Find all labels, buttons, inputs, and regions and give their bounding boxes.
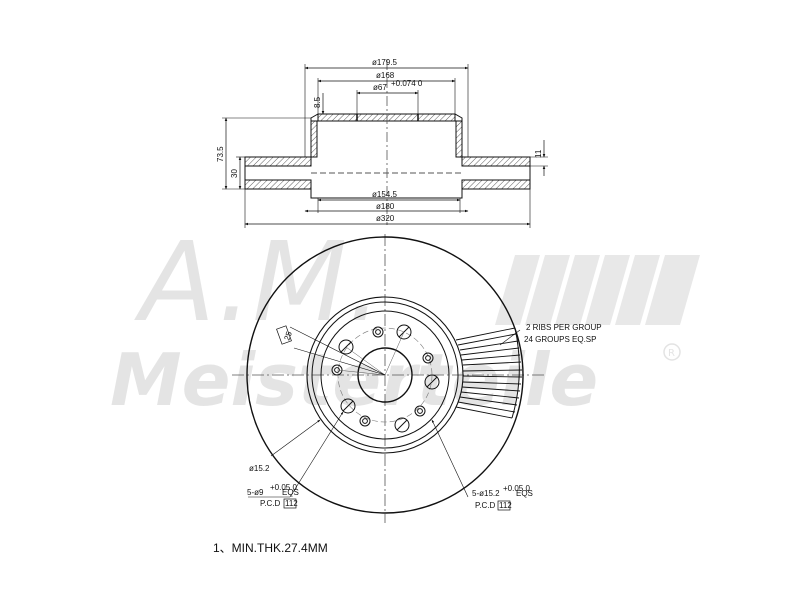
small-holes [331, 326, 434, 427]
watermark-registered: R [668, 348, 675, 359]
holes-b-eqs: EQS [516, 489, 533, 498]
hat-wall-left [310, 120, 318, 158]
pcd-b-value: 112 [499, 501, 512, 510]
watermark-brand: Meisterteile [110, 338, 598, 422]
left-cheek-bottom [244, 179, 312, 190]
friction-inner-circle [306, 296, 464, 454]
angle-label: 25 [282, 330, 294, 342]
dim-hat-base: ø180 [376, 202, 395, 211]
front-view [232, 234, 545, 523]
holes-b-tol: +0.05 0 [503, 484, 530, 493]
front-view-annotations: 25 ø15.2 5-ø9 +0.05 0 EQS P.C.D 112 5-ø1… [247, 323, 602, 511]
holes-b-count: 5-ø15.2 [472, 489, 500, 498]
right-cheek-bottom [461, 179, 531, 190]
right-cheek-top [461, 156, 531, 167]
hat-inner-circle [320, 310, 450, 440]
dim-cheek-thk: 11 [534, 149, 543, 158]
pcd-b-label: P.C.D [475, 501, 496, 510]
dim-center-bore-tol: +0.074 0 [391, 79, 423, 88]
left-cheek-top [244, 156, 312, 167]
side-view-dimensions: ø179.5 ø168 ø67 +0.074 0 8.5 73.5 30 11 … [216, 58, 543, 223]
dim-disc-thickness: 30 [230, 169, 239, 178]
dim-hat-top-thk: 8.5 [313, 96, 322, 108]
side-view [222, 60, 548, 228]
hat-top-hatch [317, 113, 456, 122]
center-bore [357, 347, 413, 403]
dim-outer: ø320 [376, 214, 395, 223]
dim-hat-inner: ø168 [376, 71, 395, 80]
small-hole-dia: ø15.2 [249, 464, 270, 473]
dim-total-height: 73.5 [216, 146, 225, 162]
holes-a-eqs: EQS [282, 488, 299, 497]
disc-outer-circle [246, 236, 524, 514]
holes-a-tol: +0.05 0 [270, 483, 297, 492]
dim-outer-hat: ø179.5 [372, 58, 397, 67]
vent-ribs-cutaway [455, 327, 523, 419]
watermark: A.M. Meisterteile R [110, 218, 700, 422]
hat-wall-right [455, 120, 463, 158]
holes-a-count: 5-ø9 [247, 488, 264, 497]
dim-inner-friction: ø154.5 [372, 190, 397, 199]
registered-mark-ring [663, 343, 681, 361]
pcd-a-label: P.C.D [260, 499, 281, 508]
pcd-a-value: 112 [285, 499, 298, 508]
watermark-stripes [495, 255, 700, 325]
min-thickness-note: 1、MIN.THK.27.4MM [213, 541, 328, 555]
ribs-note-line1: 2 RIBS PER GROUP [526, 323, 602, 332]
watermark-script: A.M. [134, 218, 382, 346]
ribs-note-line2: 24 GROUPS EQ.SP [524, 335, 596, 344]
hat-outer-circle [311, 301, 459, 449]
dim-center-bore: ø67 [373, 83, 387, 92]
